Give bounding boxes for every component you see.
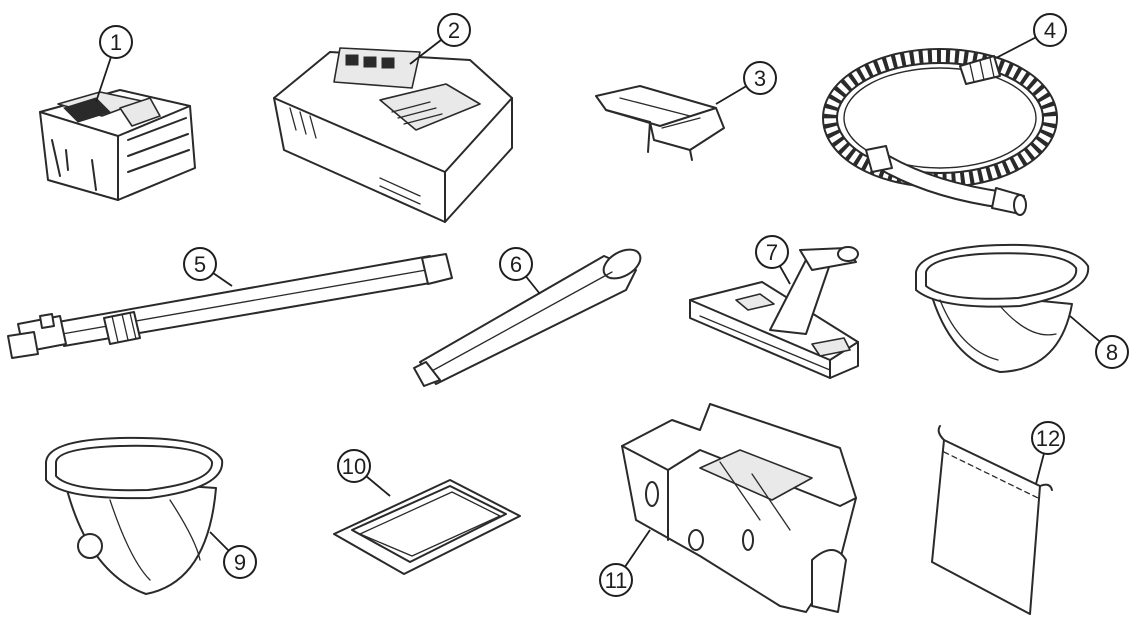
part-number-badge-7: 7: [755, 235, 789, 269]
badge-circle: [1095, 335, 1129, 369]
part-number-badge-11: 11: [599, 563, 633, 597]
part-number-badge-10: 10: [337, 449, 371, 483]
battery-icon: [39, 89, 196, 201]
part-number-label: 10: [342, 454, 366, 479]
storage-tray-icon: [621, 403, 857, 613]
badge-circle: [743, 61, 777, 95]
drawstring-bag-icon: [931, 425, 1053, 615]
part-number-badge-5: 5: [183, 247, 217, 281]
part-number-label: 1: [110, 30, 122, 55]
part-number-badge-2: 2: [437, 13, 471, 47]
badge-circle: [599, 563, 633, 597]
badge-circle: [99, 25, 133, 59]
part-number-badge-3: 3: [743, 61, 777, 95]
part-number-label: 7: [766, 240, 778, 265]
badge-circle: [223, 545, 257, 579]
badge-circle: [1033, 13, 1067, 47]
part-number-label: 5: [194, 252, 206, 277]
floor-nozzle-icon: [689, 246, 859, 379]
part-number-badge-8: 8: [1095, 335, 1129, 369]
part-number-badge-9: 9: [223, 545, 257, 579]
part-number-label: 2: [448, 18, 460, 43]
badge-circle: [183, 247, 217, 281]
charger-icon: [273, 47, 513, 223]
filter-basket-icon: [915, 243, 1090, 373]
part-number-label: 11: [605, 568, 628, 593]
part-number-badge-12: 12: [1031, 421, 1065, 455]
badge-circle: [437, 13, 471, 47]
hose-icon: [822, 48, 1058, 216]
filter-basket-icon-2: [45, 436, 224, 595]
filter-sheet-icon: [333, 479, 521, 575]
clip-icon: [595, 85, 725, 161]
part-number-badge-4: 4: [1033, 13, 1067, 47]
part-number-label: 9: [234, 550, 246, 575]
part-number-label: 3: [754, 66, 766, 91]
part-number-label: 12: [1036, 426, 1060, 451]
badge-circle: [755, 235, 789, 269]
part-number-badge-1: 1: [99, 25, 133, 59]
badge-circle: [337, 449, 371, 483]
extension-pipe-icon: [7, 253, 453, 359]
crevice-nozzle-icon: [413, 248, 642, 387]
badge-circle: [499, 247, 533, 281]
part-number-label: 6: [510, 252, 522, 277]
part-number-badge-6: 6: [499, 247, 533, 281]
part-number-label: 8: [1106, 340, 1118, 365]
badge-circle: [1031, 421, 1065, 455]
part-number-label: 4: [1044, 18, 1056, 43]
